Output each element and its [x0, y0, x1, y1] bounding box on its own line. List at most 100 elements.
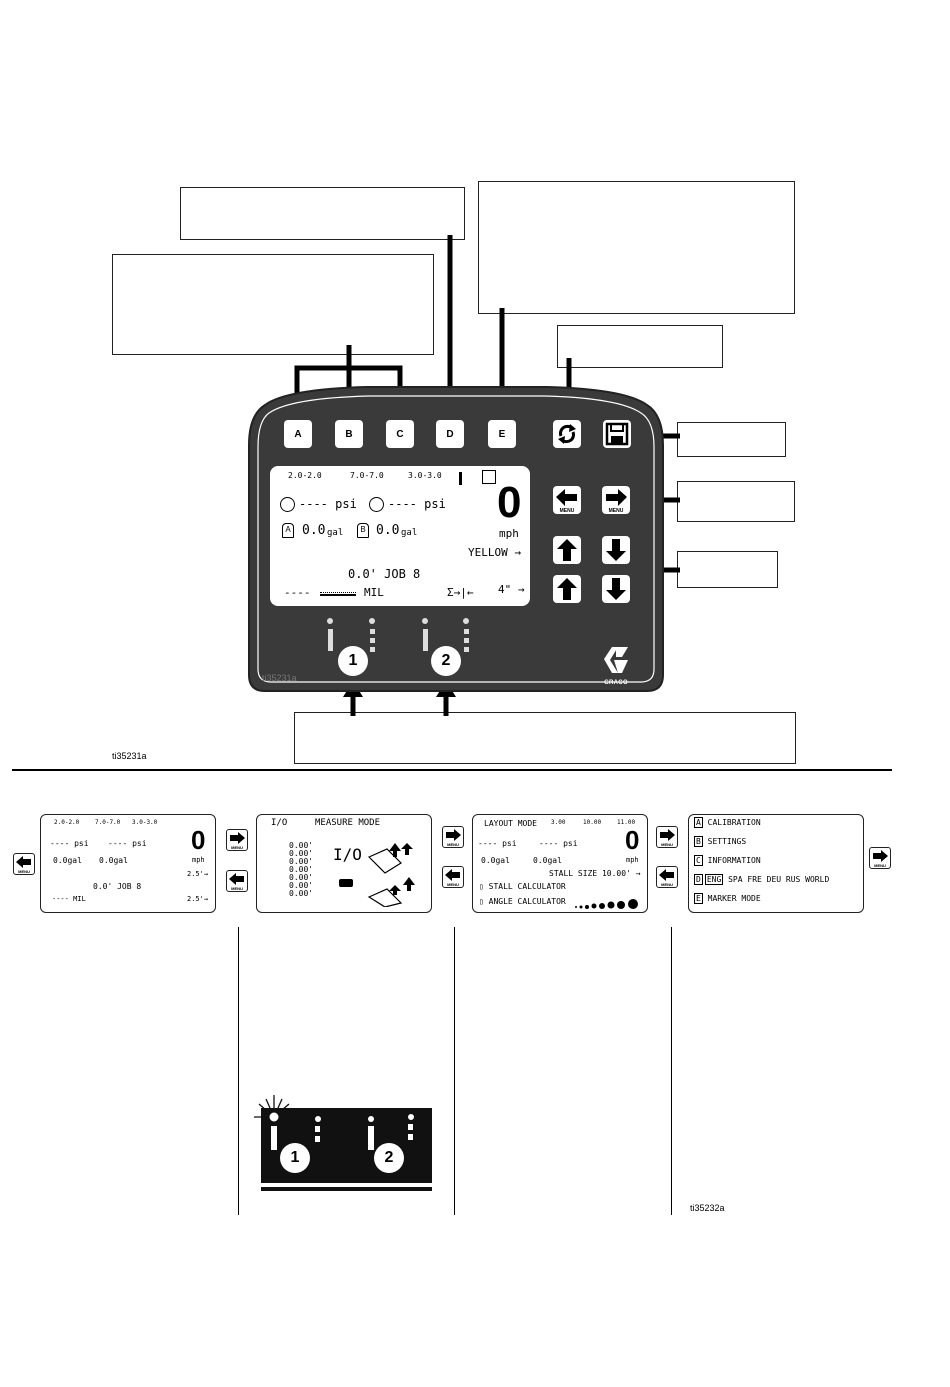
arrow-right-icon: MENU — [446, 829, 461, 847]
arrow-right-icon: MENU — [873, 850, 888, 868]
save-button[interactable] — [603, 420, 631, 448]
s2-big-io: I/O — [333, 845, 362, 864]
arrow-up-icon — [557, 578, 577, 600]
thickness-icon — [320, 592, 356, 596]
svg-text:MENU: MENU — [231, 845, 243, 850]
psi-b: ---- psi — [388, 497, 446, 511]
screen-setup-menu: A CALIBRATION B SETTINGS C INFORMATION D… — [688, 814, 864, 913]
key-d-button[interactable]: D — [436, 420, 464, 448]
s1-job: 0.0' JOB 8 — [93, 882, 142, 891]
menu-left-button-3[interactable]: MENU — [442, 866, 464, 888]
s2-value-0: 0.00' — [289, 841, 314, 850]
color-selection: YELLOW → — [468, 546, 521, 559]
gun-1-button[interactable]: 1 — [338, 646, 368, 676]
gal-a: 0.0 — [302, 523, 326, 538]
s2-title: MEASURE MODE — [315, 818, 381, 828]
key-a-button[interactable]: A — [284, 420, 312, 448]
s2-value-6: 0.00' — [289, 889, 314, 898]
right-menu-button[interactable]: MENU — [602, 486, 630, 514]
progress-dots-icon — [575, 899, 638, 909]
down-button-1[interactable] — [602, 536, 630, 564]
svg-text:MENU: MENU — [447, 882, 459, 887]
reset-button[interactable] — [553, 420, 581, 448]
column-divider-3 — [671, 927, 672, 1215]
s1-gal-b: 0.0gal — [99, 856, 128, 865]
divider — [12, 769, 892, 771]
s4-item-c: C INFORMATION — [694, 855, 761, 866]
s1-speed: 0 — [191, 825, 206, 855]
callout-box-d — [180, 187, 465, 240]
psi-a: ---- psi — [299, 497, 357, 511]
figure-2-id: ti35232a — [690, 1203, 725, 1213]
menu-right-button-3[interactable]: MENU — [656, 826, 678, 848]
up-button-1[interactable] — [553, 536, 581, 564]
envelope-icon — [482, 470, 496, 484]
menu-right-button-4[interactable]: MENU — [869, 847, 891, 869]
menu-right-button-1[interactable]: MENU — [226, 829, 248, 851]
s3-ratio-1: 3.00 — [551, 819, 566, 826]
s3-gal-b: 0.0gal — [533, 856, 562, 865]
ratio-3: 3.0-3.0 — [408, 471, 442, 480]
menu-left-button-1[interactable]: MENU — [13, 853, 35, 875]
s3-angle-calc: ▯ ANGLE CALCULATOR — [479, 897, 566, 906]
alert-icon — [459, 472, 462, 485]
svg-text:MENU: MENU — [661, 882, 673, 887]
s3-stall-size: STALL SIZE 10.00' → — [549, 869, 641, 878]
ratio-1: 2.0-2.0 — [288, 471, 322, 480]
callout-box-e — [478, 181, 795, 314]
s1-speed-unit: mph — [192, 856, 205, 864]
s4-item-e: E MARKER MODE — [694, 893, 761, 904]
s2-value-2: 0.00' — [289, 857, 314, 866]
up-button-2[interactable] — [553, 575, 581, 603]
gun-indicators — [327, 618, 469, 652]
sum-icon: Σ→|← — [447, 586, 474, 599]
s2-io: I/O — [271, 818, 288, 828]
gun-2-button[interactable]: 2 — [431, 646, 461, 676]
lower-gun-1: 1 — [280, 1143, 310, 1173]
arrow-down-icon — [606, 578, 626, 600]
callout-box-abc — [112, 254, 434, 355]
down-button-2[interactable] — [602, 575, 630, 603]
callout-box-save — [677, 422, 786, 457]
svg-text:MENU: MENU — [560, 508, 575, 514]
left-menu-button[interactable]: MENU — [553, 486, 581, 514]
arrow-left-icon: MENU — [229, 873, 244, 891]
s1-ratio-2: 7.0-7.0 — [95, 819, 121, 826]
screen-run: 2.0-2.0 7.0-7.0 3.0-3.0 ---- psi ---- ps… — [40, 814, 216, 913]
gun-panel-underline — [261, 1187, 432, 1191]
s1-val-1: 2.5'→ — [187, 870, 209, 878]
mil-dashes: ---- — [284, 586, 311, 599]
svg-text:MENU: MENU — [661, 842, 673, 847]
job-info: 0.0' JOB 8 — [348, 567, 421, 581]
s2-value-5: 0.00' — [289, 881, 314, 890]
key-e-button[interactable]: E — [488, 420, 516, 448]
arrow-up-icon — [557, 539, 577, 561]
s3-psi-a: ---- psi — [478, 839, 517, 848]
arrow-left-icon: MENU — [659, 869, 674, 887]
reset-icon — [558, 424, 576, 444]
s1-val-2: 2.5'→ — [187, 895, 209, 903]
s3-speed: 0 — [625, 825, 640, 855]
svg-text:MENU: MENU — [609, 508, 624, 514]
s2-value-3: 0.00' — [289, 865, 314, 874]
svg-text:MENU: MENU — [447, 842, 459, 847]
arrow-right-icon: MENU — [606, 489, 627, 514]
key-b-button[interactable]: B — [335, 420, 363, 448]
gauge-icon-b — [369, 497, 384, 512]
s2-value-1: 0.00' — [289, 849, 314, 858]
main-lcd-display: 2.0-2.0 7.0-7.0 3.0-3.0 ---- psi ---- ps… — [270, 466, 530, 606]
svg-text:MENU: MENU — [231, 886, 243, 891]
lower-gun-2: 2 — [374, 1143, 404, 1173]
arrow-right-icon: MENU — [660, 829, 675, 847]
menu-left-button-4[interactable]: MENU — [656, 866, 678, 888]
s4-item-a: A CALIBRATION — [694, 817, 761, 828]
s1-psi-a: ---- psi — [50, 839, 89, 848]
callout-box-menu — [677, 481, 795, 522]
s1-psi-b: ---- psi — [108, 839, 147, 848]
arrow-left-icon: MENU — [445, 869, 460, 887]
menu-left-button-2[interactable]: MENU — [226, 870, 248, 892]
key-c-button[interactable]: C — [386, 420, 414, 448]
arrow-right-icon: MENU — [230, 832, 245, 850]
menu-right-button-2[interactable]: MENU — [442, 826, 464, 848]
